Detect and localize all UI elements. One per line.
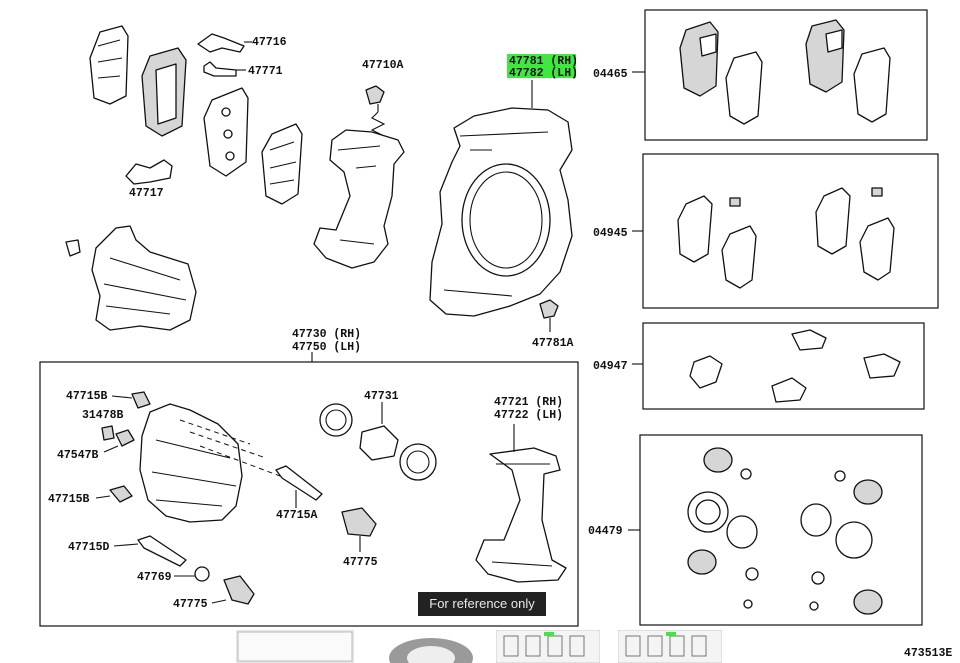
thumbnail-2[interactable] xyxy=(376,630,486,663)
label-04945: 04945 xyxy=(593,227,628,240)
piston-seal-47731 xyxy=(319,402,437,481)
shim-kit-04945-items xyxy=(677,187,895,289)
label-04947: 04947 xyxy=(593,360,628,373)
label-47716: 47716 xyxy=(252,36,287,49)
pad-kit-04465-items xyxy=(679,19,891,125)
label-47715B-top: 47715B xyxy=(66,390,108,403)
boot-47775-middle xyxy=(341,507,377,552)
cylinder-assembly-top xyxy=(65,225,197,331)
caliper-mounting-support xyxy=(313,129,405,269)
boot-47775-lower xyxy=(211,575,255,605)
label-47769: 47769 xyxy=(137,571,172,584)
label-04479: 04479 xyxy=(588,525,623,538)
kit-box-04947 xyxy=(642,322,925,410)
label-47775-middle: 47775 xyxy=(343,556,378,569)
label-47771: 47771 xyxy=(248,65,283,78)
label-47715A: 47715A xyxy=(276,509,318,522)
disc-dust-cover xyxy=(429,107,573,317)
kit-box-04465 xyxy=(644,9,928,141)
bolt-47781A xyxy=(539,299,559,332)
label-47715B-lower: 47715B xyxy=(48,493,90,506)
thumbnail-1[interactable] xyxy=(236,630,354,663)
label-47722-lh: 47722 (LH) xyxy=(494,409,563,422)
pad-wear-indicator-47771 xyxy=(203,61,246,77)
pad-shim-right xyxy=(261,123,303,205)
reference-notice: For reference only xyxy=(418,592,546,616)
label-47721-rh: 47721 (RH) xyxy=(494,396,563,409)
label-47710A: 47710A xyxy=(362,59,404,72)
thumbnail-3[interactable] xyxy=(496,630,600,663)
caliper-bracket-47721 xyxy=(475,424,567,583)
pad-anti-squeal-shim-left xyxy=(89,25,129,105)
label-47547B: 47547B xyxy=(57,449,99,462)
label-47731: 47731 xyxy=(364,390,399,403)
bolt-47715B-lower xyxy=(95,485,133,503)
label-47717: 47717 xyxy=(129,187,164,200)
pad-support-plate-47717 xyxy=(125,159,173,185)
label-47781A: 47781A xyxy=(532,337,574,350)
highlight-47781 xyxy=(507,54,576,66)
label-31478B: 31478B xyxy=(82,409,124,422)
label-47775-lower: 47775 xyxy=(173,598,208,611)
seal-kit-04479-items xyxy=(687,447,883,615)
diagram-id: 473513E xyxy=(904,647,952,660)
thumbnail-4[interactable] xyxy=(618,630,722,663)
label-47781-rh: 47781 (RH) xyxy=(509,55,578,68)
highlight-47782 xyxy=(507,66,576,78)
slide-pin-47715A xyxy=(275,465,323,508)
label-47715D: 47715D xyxy=(68,541,110,554)
label-47750-lh: 47750 (LH) xyxy=(292,341,361,354)
bleeder-plug-47547B xyxy=(103,429,135,453)
bleeder-plug-47715B-top xyxy=(111,391,151,409)
pad-support-plate-47716 xyxy=(197,33,252,53)
caliper-body xyxy=(139,403,281,523)
bushing-47769 xyxy=(174,566,210,582)
cap-31478B xyxy=(101,425,115,441)
brake-pad-left xyxy=(141,47,187,137)
caliper-assembly-box xyxy=(39,361,579,627)
brake-pad-inner xyxy=(203,87,249,177)
label-47730-rh: 47730 (RH) xyxy=(292,328,361,341)
thumbnail-strip xyxy=(236,630,756,663)
slide-pin-47715D xyxy=(113,535,187,567)
label-04465: 04465 xyxy=(593,68,628,81)
clip-kit-04947-items xyxy=(689,329,901,403)
label-47782-lh: 47782 (LH) xyxy=(509,67,578,80)
